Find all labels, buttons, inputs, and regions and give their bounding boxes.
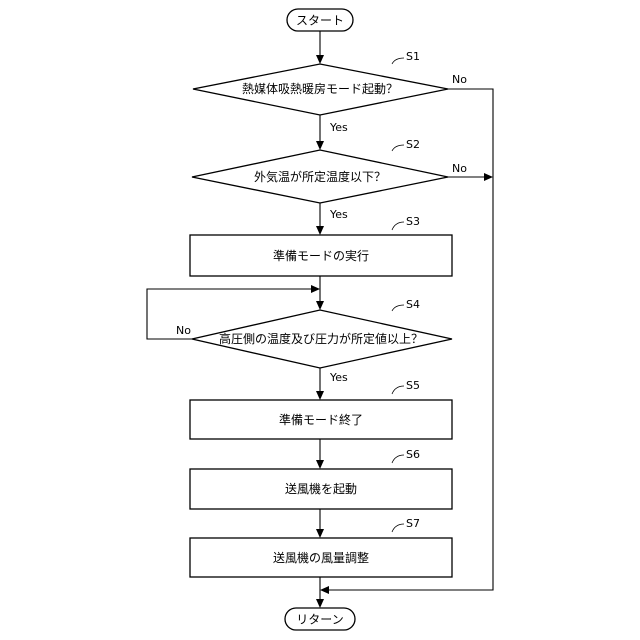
arrowhead-s1-s2 [316,141,324,150]
edge-label-s4-no: No [176,324,191,337]
leader-s5 [392,386,404,394]
leader-s7 [392,524,404,532]
start-terminal-label: スタート [296,14,344,28]
step-label-s4: S4 [406,298,420,311]
arrowhead-start-s1 [316,55,324,64]
step-label-s6: S6 [406,448,420,461]
leader-s2 [392,145,404,151]
arrowhead-s2-s3 [316,226,324,235]
arrowhead-s4-s5 [316,391,324,400]
step-label-s2: S2 [406,138,420,151]
decision-s1-label: 熱媒体吸熱暖房モード起動？ [242,81,398,96]
leader-s3 [392,222,404,230]
edge-label-s1-no: No [452,73,467,86]
end-terminal-label: リターン [296,613,343,627]
step-label-s7: S7 [406,517,420,530]
step-label-s5: S5 [406,379,420,392]
process-s6-label: 送風機を起動 [285,481,357,496]
edge-label-s4-yes: Yes [329,371,348,384]
leader-s1 [392,58,404,64]
edge-label-s2-yes: Yes [329,208,348,221]
arrowhead-no-merge [320,586,329,594]
process-s7-label: 送風機の風量調整 [273,550,369,565]
decision-s4-label: 高圧側の温度及び圧力が所定値以上？ [219,331,423,346]
step-label-s3: S3 [406,215,420,228]
decision-s2-label: 外気温が所定温度以下？ [254,169,386,184]
leader-s4 [392,305,404,311]
arrowhead-s2-no [484,173,493,181]
edge-label-s1-yes: Yes [329,121,348,134]
arrowhead-s6-s7 [316,529,324,538]
arrowhead-s7-end [316,599,324,608]
leader-s6 [392,455,404,463]
arrowhead-s5-s6 [316,460,324,469]
arrowhead-s3-s4 [316,301,324,310]
process-s5-label: 準備モード終了 [279,412,363,427]
edge-label-s2-no: No [452,162,467,175]
step-label-s1: S1 [406,50,420,63]
process-s3-label: 準備モードの実行 [273,248,369,263]
arrowhead-s4-no-loop [311,285,320,293]
